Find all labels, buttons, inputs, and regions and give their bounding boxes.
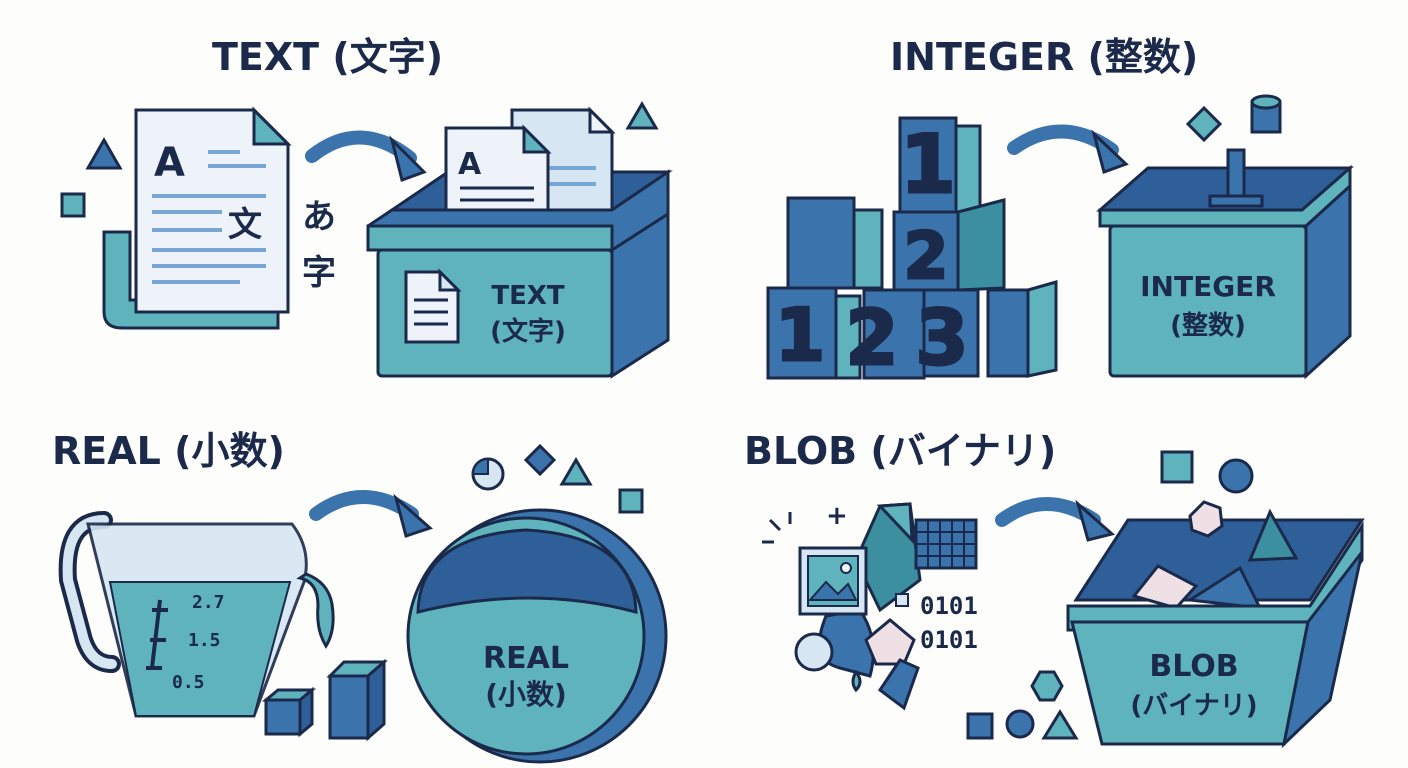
blob-storage-box: BLOB (バイナリ) xyxy=(1066,500,1365,749)
square-icon xyxy=(618,488,644,514)
triangle-icon xyxy=(85,136,123,170)
panel-text: TEXT (文字) A 文 あ 字 xyxy=(60,35,673,379)
diamond-icon xyxy=(1185,105,1223,143)
plus-sign: + xyxy=(826,501,848,531)
panel-blob: BLOB (バイナリ) + xyxy=(744,429,1365,749)
digit-row-1: 1 xyxy=(775,293,825,377)
box-doc-letter: A xyxy=(458,147,482,182)
triangle-icon xyxy=(1041,709,1079,740)
square-icon xyxy=(966,712,994,740)
panel-real: REAL (小数) 2.7 1.5 0.5 xyxy=(52,429,668,764)
cylinder-icon xyxy=(1250,94,1282,134)
digit-mid: 2 xyxy=(904,220,949,294)
doc-kanji: 文 xyxy=(228,205,262,245)
number-blocks: 1 2 1 2 3 xyxy=(766,116,1058,384)
integer-box-label-1: INTEGER xyxy=(1140,270,1276,303)
scale-mark-2: 1.5 xyxy=(188,630,221,651)
blob-box-label-1: BLOB xyxy=(1149,649,1238,684)
hexagon-icon xyxy=(1030,670,1064,702)
doc-letter: A xyxy=(154,140,185,186)
triangle-icon xyxy=(625,101,659,130)
panel-integer: INTEGER (整数) 1 2 1 2 3 xyxy=(766,35,1354,384)
panel-text-title: TEXT (文字) xyxy=(212,35,443,79)
scale-mark-3: 0.5 xyxy=(172,672,205,693)
real-ball-label-2: (小数) xyxy=(485,678,567,711)
arrow-head-icon xyxy=(1091,129,1129,174)
panel-blob-title: BLOB (バイナリ) xyxy=(744,429,1056,473)
diamond-icon xyxy=(523,443,557,477)
pie-chart-icon xyxy=(471,457,505,491)
circle-icon xyxy=(1005,709,1035,739)
measuring-jug-icon: 2.7 1.5 0.5 xyxy=(58,511,335,718)
binary-line-2: 0101 xyxy=(920,626,978,654)
arrow-head-icon xyxy=(393,493,433,538)
document-icon: A 文 xyxy=(102,106,292,330)
arrow-head-icon xyxy=(1075,499,1116,542)
binary-cluster: 0101 0101 xyxy=(794,502,978,711)
grid-icon xyxy=(914,518,978,570)
text-storage-box: A TEXT (文字) xyxy=(366,106,673,379)
text-box-label-1: TEXT xyxy=(491,281,565,311)
gem-icon xyxy=(864,618,916,666)
integer-box-label-2: (整数) xyxy=(1170,310,1246,341)
scale-mark-1: 2.7 xyxy=(192,592,225,613)
side-char-2: 字 xyxy=(302,253,336,293)
real-ball-label-1: REAL xyxy=(483,641,569,676)
panel-real-title: REAL (小数) xyxy=(52,429,285,473)
text-box-label-2: (文字) xyxy=(490,316,566,347)
cube-icon xyxy=(261,686,317,738)
side-char-1: あ xyxy=(302,197,336,237)
block-icon xyxy=(326,658,388,742)
digit-row-3: 3 xyxy=(916,293,969,382)
arrow-head-icon xyxy=(389,135,427,182)
digit-top: 1 xyxy=(900,118,956,211)
circle-icon xyxy=(794,632,834,672)
square-icon xyxy=(1160,450,1194,484)
hexagon-icon xyxy=(1188,500,1224,538)
drop-icon xyxy=(851,669,862,693)
integer-storage-box: INTEGER (整数) xyxy=(1096,148,1354,380)
blob-box-label-2: (バイナリ) xyxy=(1130,691,1257,721)
circle-icon xyxy=(1218,458,1254,494)
real-storage-ball: REAL (小数) xyxy=(406,508,668,764)
binary-line-1: 0101 xyxy=(920,592,978,620)
digit-row-2: 2 xyxy=(846,293,899,382)
triangle-icon xyxy=(559,457,593,486)
square-icon xyxy=(60,192,86,218)
pour-stream xyxy=(296,572,335,649)
panel-integer-title: INTEGER (整数) xyxy=(890,35,1198,79)
